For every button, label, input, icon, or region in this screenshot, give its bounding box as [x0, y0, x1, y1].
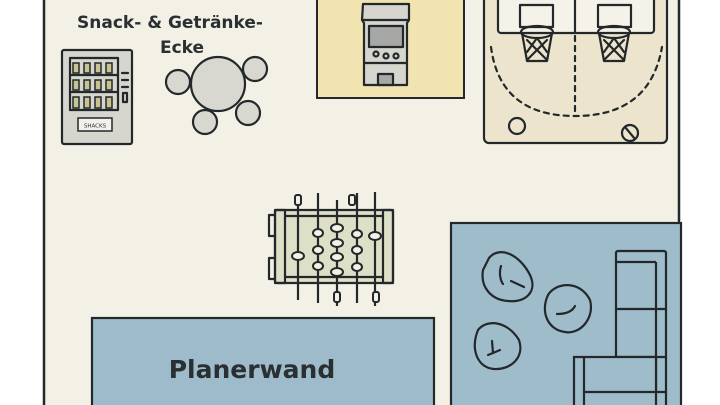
beanbag-icon: [481, 251, 534, 303]
snack-corner-title-line1: Snack- & Getränke-: [77, 13, 263, 33]
vending-label: SHACKS: [84, 124, 107, 130]
beanbag-icon: [473, 322, 522, 371]
basketball-court: [482, 0, 669, 145]
arcade-zone: [316, 0, 465, 99]
basketball-hoop-icon: [596, 3, 633, 63]
sectional-sofa-icon: [572, 249, 668, 405]
lounge-area: [449, 221, 683, 405]
ball-icon: [620, 123, 640, 143]
basketball-hoop-icon: [518, 3, 555, 63]
vending-machine-icon: SHACKS: [60, 48, 134, 146]
ball-icon: [507, 116, 527, 136]
beanbag-icon: [543, 284, 593, 334]
snack-corner-title-line2: Ecke: [160, 38, 204, 58]
planner-wall: Planerwand: [90, 316, 436, 405]
round-table-with-chairs-icon: [164, 55, 269, 136]
foosball-table-icon: [267, 192, 395, 306]
snack-corner: Snack- & Getränke- Ecke SHACKS: [60, 13, 269, 146]
arcade-cabinet-icon: [360, 2, 411, 87]
planner-wall-label: Planerwand: [169, 355, 336, 384]
